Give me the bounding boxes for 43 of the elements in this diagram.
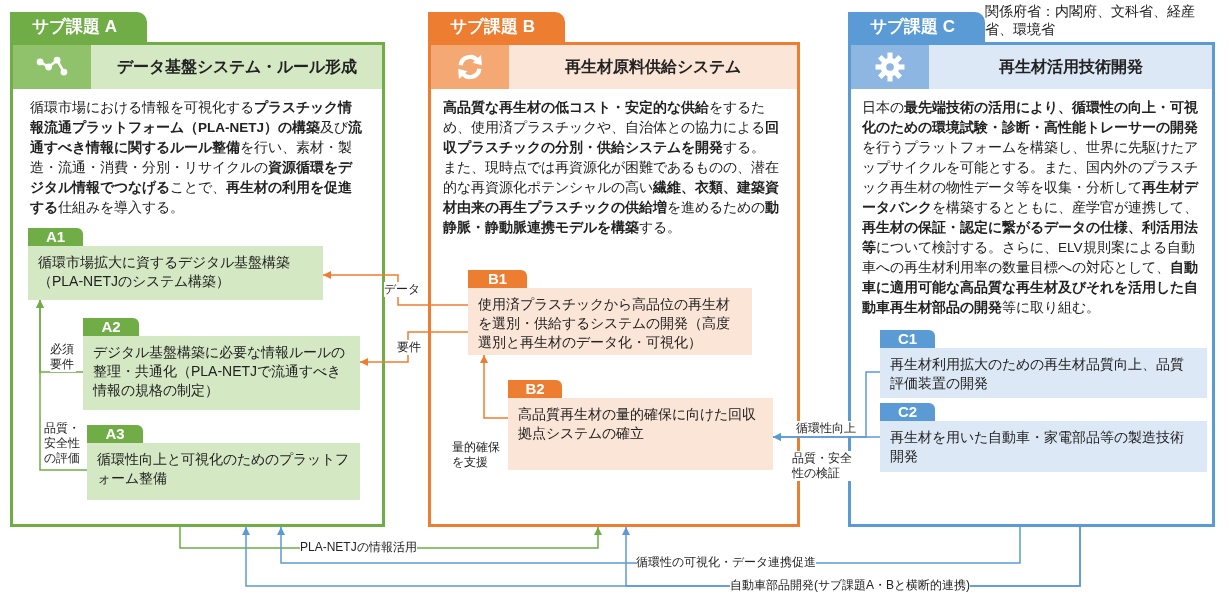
description-text: また、現時点では再資源化が困難であるものの、潜在的な再資源化ポテンシャルの高い繊維、衣類、建築資材由来の再生プラスチックの供給増を進めるための動静脈・静動脈連携モデルを構築する。 <box>443 159 780 237</box>
card-tab: C1 <box>880 330 935 348</box>
arrow <box>36 299 88 471</box>
edge-label: 必須要件 <box>50 342 76 372</box>
description-text: 循環市場における情報を可視化するプラスチック情報流通プラットフォーム（PLA-NETJ）の構築及び流通すべき情報に関するルール整備を行い、素材・製造・流通・消費・分別・リサイクルの資源循環をデジタル情報でつなげることで、再生材の利用を促進する仕組みを導入する。 <box>30 99 363 217</box>
panel-heading: 再生材活用技術開発 <box>998 57 1143 77</box>
description-text: 日本の最先端技術の活用により、循環性の向上・可視化のための環境試験・診断・高性能トレーサーの開発を行うプラットフォームを構築し、世界に先駆けたアップサイクルを可能とする。また、国内外のプラスチック再生材の物性データ等を収集・分析して再生材データバンクを構築するとともに、産学官が連携して、再生材の保証・認定に繋がるデータの仕様、利活用法等について検討する。さらに、ELV規則案による自動車への再生材利用率の数量目標への対応として、自動車に適用可能な高品質な再生材及びそれを活用した自動車再生材部品の開発等に取り組む。 <box>862 99 1200 317</box>
card-tab: B2 <box>508 380 562 398</box>
edge-label: 循環性の可視化・データ連携促進 <box>636 555 816 570</box>
card-tab: A1 <box>28 228 83 246</box>
header-band <box>851 45 1212 89</box>
task-card: 使用済プラスチックから高品位の再生材を選別・供給するシステムの開発（高度選別と再生材のデータ化・可視化） <box>468 288 752 355</box>
panel-heading: 再生材原料供給システム <box>565 57 741 77</box>
panel-tab: サブ課題 B <box>428 12 565 43</box>
task-card: 再生材を用いた自動車・家電部品等の製造技術開発 <box>880 421 1207 472</box>
arrow <box>179 526 602 549</box>
panel-tab: サブ課題 C <box>848 12 985 43</box>
card-tab: C2 <box>880 403 935 421</box>
note-text: 関係府省：内閣府、文科省、経産省、環境省 <box>985 2 1196 38</box>
task-card: 再生材利用拡大のための再生材品質向上、品質評価装置の開発 <box>880 348 1207 398</box>
header-band <box>13 45 382 89</box>
task-card: 循環市場拡大に資するデジタル基盤構築（PLA-NETJのシステム構築） <box>28 246 323 300</box>
header-band <box>431 45 797 89</box>
card-tab: A2 <box>83 318 139 336</box>
arrow <box>772 433 881 441</box>
edge-label: データ <box>384 282 420 297</box>
edge-label: 自動車部品開発(サブ課題A・Bと横断的連携) <box>730 578 970 593</box>
task-card: 循環性向上と可視化のためのプラットフォーム整備 <box>87 443 360 500</box>
arrow <box>359 331 469 366</box>
edge-label: 循環性向上 <box>796 421 856 436</box>
task-card: デジタル基盤構築に必要な情報ルールの整理・共通化（PLA-NETJで流通すべき情報の規格の制定） <box>83 336 360 410</box>
card-tab: A3 <box>87 425 143 443</box>
arrow <box>480 354 509 419</box>
task-card: 高品質再生材の量的確保に向けた回収拠点システムの確立 <box>508 398 773 470</box>
panel-tab: サブ課題 A <box>10 12 147 43</box>
panel-heading: データ基盤システム・ルール形成 <box>116 57 357 77</box>
description-text: 高品質な再生材の低コスト・安定的な供給をするため、使用済プラスチックや、自治体との協力による回収プラスチックの分別・供給システムを開発する。 <box>443 99 780 157</box>
arrow <box>277 526 1021 564</box>
edge-label: 品質・安全性の検証 <box>792 451 854 481</box>
edge-label: PLA-NETJの情報活用 <box>300 540 417 555</box>
card-tab: B1 <box>468 270 527 288</box>
edge-label: 要件 <box>397 340 421 355</box>
arrow <box>322 271 469 306</box>
